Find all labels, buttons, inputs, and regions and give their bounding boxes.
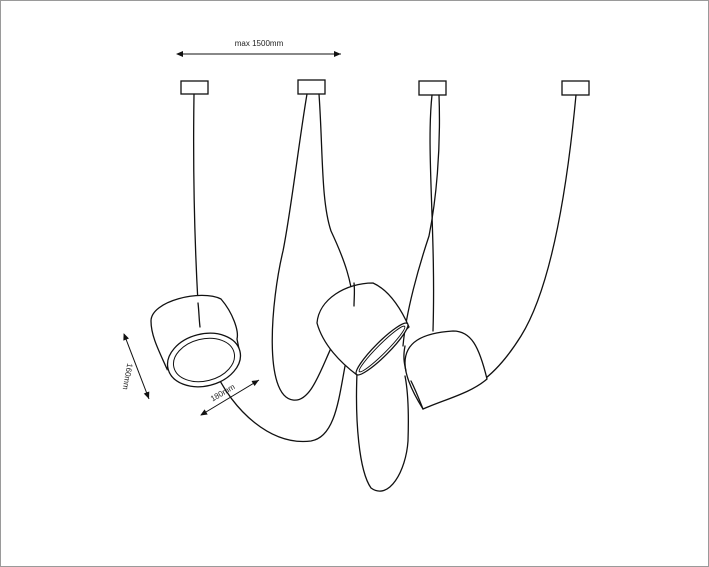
ceiling-canopy-3 [418, 80, 447, 96]
pendant-shade-2 [316, 282, 410, 376]
cable-3 [429, 94, 435, 332]
height-dimension: 160mm [121, 333, 150, 400]
height-dimension-label: 160mm [121, 363, 135, 391]
cable-3-loop [355, 372, 410, 492]
cable-1-loop [213, 360, 347, 443]
pendant-shade-3 [403, 330, 488, 410]
ceiling-canopy-1 [180, 80, 209, 95]
cable-2-return [318, 93, 355, 307]
ceiling-canopy-2 [297, 79, 326, 95]
cable-1 [192, 93, 199, 304]
width-dimension: max 1500mm [176, 39, 341, 57]
cable-3-return [402, 94, 441, 347]
width-dimension-label: max 1500mm [235, 39, 284, 48]
pendant-shade-1 [150, 294, 242, 388]
height-dimension-arrow [123, 333, 150, 400]
ceiling-canopy-4 [561, 80, 590, 96]
cable-2 [271, 93, 338, 401]
diameter-dimension-arrow [200, 379, 260, 416]
